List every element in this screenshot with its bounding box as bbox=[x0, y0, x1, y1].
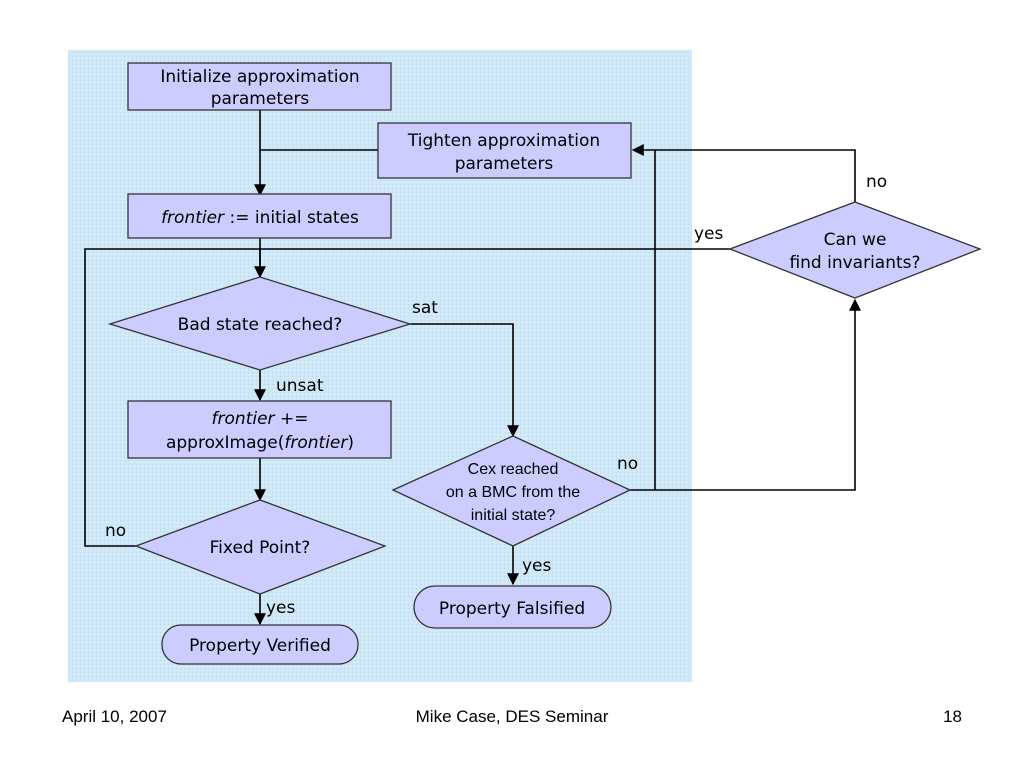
footer-title: Mike Case, DES Seminar bbox=[415, 707, 609, 726]
edge-label-cex-no: no bbox=[617, 454, 638, 474]
node-cex-line3: initial state? bbox=[471, 507, 556, 524]
node-property-verified-label: Property Verified bbox=[189, 636, 331, 656]
edge-inv-yes bbox=[259, 248, 730, 277]
edge-cex-no bbox=[630, 298, 861, 491]
node-frontier-init-rest: := initial states bbox=[224, 208, 359, 228]
node-frontier-init-italic: frontier bbox=[161, 208, 225, 228]
node-property-verified: Property Verified bbox=[161, 624, 359, 665]
node-find-invariants: Can we find invariants? bbox=[728, 201, 982, 299]
svg-text:frontier := initial states: frontier := initial states bbox=[161, 208, 359, 228]
node-cex-line1: Cex reached bbox=[468, 461, 559, 478]
edge-label-inv-yes: yes bbox=[694, 224, 724, 244]
node-frontier-update: frontier += approxImage(frontier) bbox=[127, 400, 392, 459]
svg-text:approxImage(frontier): approxImage(frontier) bbox=[166, 433, 354, 453]
node-invariants-line1: Can we bbox=[824, 230, 887, 250]
node-invariants-line2: find invariants? bbox=[789, 253, 920, 273]
edge-label-unsat: unsat bbox=[276, 376, 324, 396]
node-initialize-line2: parameters bbox=[211, 89, 310, 109]
svg-text:frontier +=: frontier += bbox=[212, 409, 309, 429]
node-fixed-point: Fixed Point? bbox=[134, 499, 387, 595]
node-frontier-init: frontier := initial states bbox=[127, 193, 392, 239]
node-property-falsified-label: Property Falsified bbox=[439, 599, 585, 619]
edge-label-fixed-no: no bbox=[105, 521, 126, 541]
node-tighten-line2: parameters bbox=[455, 154, 554, 174]
node-frontier-update-italic: frontier bbox=[212, 409, 276, 429]
edges bbox=[84, 110, 861, 626]
node-property-falsified: Property Falsified bbox=[413, 585, 612, 629]
edge-label-cex-yes: yes bbox=[522, 556, 552, 576]
edge-fixed-no bbox=[84, 248, 260, 547]
edge-label-fixed-yes: yes bbox=[266, 598, 296, 618]
node-fixed-point-label: Fixed Point? bbox=[210, 538, 311, 558]
node-frontier-update-rest: += bbox=[275, 409, 309, 429]
node-initialize-line1: Initialize approximation bbox=[160, 67, 359, 87]
edge-inv-no bbox=[655, 149, 856, 202]
node-bad-state: Bad state reached? bbox=[107, 276, 413, 371]
footer-page-number: 18 bbox=[943, 707, 962, 726]
footer-date: April 10, 2007 bbox=[62, 707, 167, 726]
edge-label-sat: sat bbox=[412, 298, 438, 318]
edge-sat bbox=[410, 323, 519, 438]
node-frontier-update-pre: approxImage( bbox=[166, 433, 284, 453]
node-tighten: Tighten approximation parameters bbox=[377, 122, 632, 179]
node-frontier-update-post: ) bbox=[347, 433, 354, 453]
edge-label-inv-no: no bbox=[866, 172, 887, 192]
node-bad-state-label: Bad state reached? bbox=[178, 315, 343, 335]
node-tighten-line1: Tighten approximation bbox=[407, 131, 600, 151]
node-cex-reached: Cex reached on a BMC from the initial st… bbox=[391, 435, 632, 547]
node-frontier-update-arg: frontier bbox=[284, 433, 348, 453]
node-cex-line2: on a BMC from the bbox=[446, 484, 580, 501]
node-initialize: Initialize approximation parameters bbox=[127, 62, 392, 111]
